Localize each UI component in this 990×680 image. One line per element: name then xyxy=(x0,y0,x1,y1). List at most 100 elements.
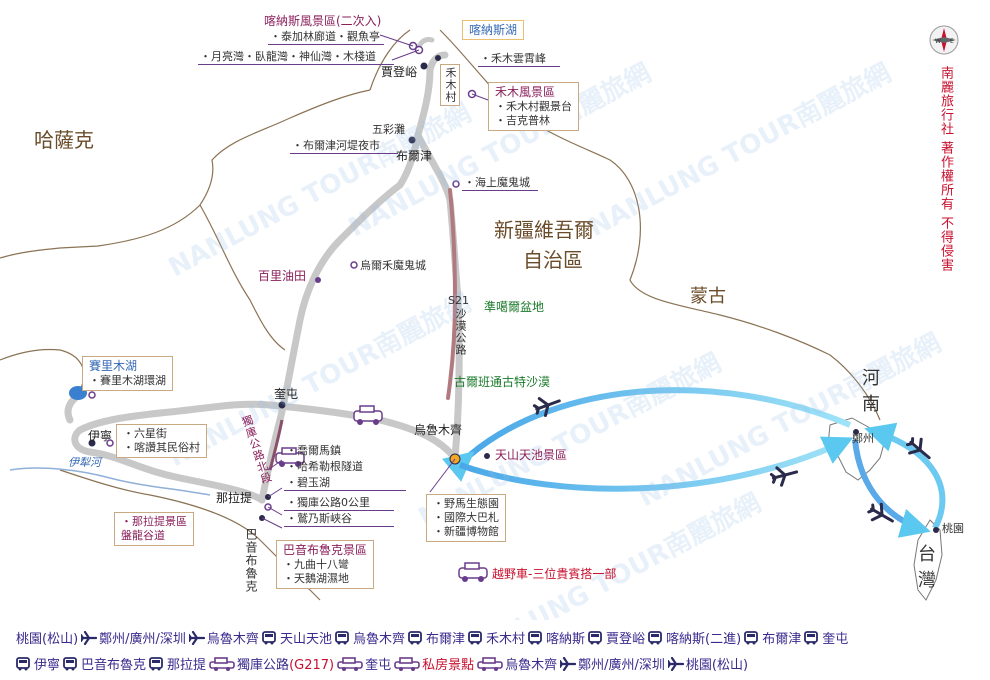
jeep-icon xyxy=(353,405,383,425)
bayanbulak-box: 巴音布魯克景區 ・九曲十八彎 ・天鵝湖濕地 xyxy=(276,540,375,589)
itinerary-stop: 奎屯 xyxy=(804,628,848,647)
itinerary-stop: 私房景點 xyxy=(394,654,474,673)
duku-km0-label: ・獨庫公路0公里 xyxy=(284,496,394,511)
copyright-notice: 南麗旅行社 著作權所有 不得侵害 xyxy=(938,66,953,273)
itinerary-stop-label: 烏魯木齊 xyxy=(505,658,558,673)
itinerary-stop: 奎屯 xyxy=(337,654,391,673)
itinerary-stop: 那拉提 xyxy=(149,654,206,673)
itinerary-stop: 桃園(松山) xyxy=(667,654,748,673)
offroad-note: 越野車-三位貴賓搭一部 xyxy=(492,567,617,581)
itinerary-stop-label: 奎屯 xyxy=(365,658,392,673)
itinerary-row-2: 伊寧巴音布魯克那拉提獨庫公路(G217)奎屯私房景點烏魯木齊鄭州/廣州/深圳桃園… xyxy=(16,654,751,673)
itinerary-stop-highlight: (G217) xyxy=(289,658,335,673)
kanas-scenic-title: 喀納斯風景區(二次入) xyxy=(264,14,382,28)
junggar-basin-label: 準噶爾盆地 xyxy=(484,300,545,314)
plane-icon xyxy=(188,631,205,645)
kanas-lake-label: 喀納斯湖 xyxy=(462,20,525,40)
itinerary-stop: 布爾津 xyxy=(408,628,465,647)
region-xinjiang: 新疆維吾爾 xyxy=(494,218,594,242)
compass-icon: W E xyxy=(929,25,959,55)
jeep-icon xyxy=(394,657,420,671)
itinerary-legend: 桃園(松山)鄭州/廣州/深圳烏魯木齊天山天池烏魯木齊布爾津禾木村喀納斯賈登峪喀納… xyxy=(0,620,990,680)
itinerary-stop-label: 奎屯 xyxy=(822,632,849,647)
plane-icon xyxy=(532,397,561,418)
province-henan: 河 xyxy=(862,368,880,389)
flight-route xyxy=(441,387,852,482)
itinerary-stop: 鄭州/廣州/深圳 xyxy=(560,654,665,673)
itinerary-stop: 禾木村 xyxy=(468,628,525,647)
itinerary-stop: 伊寧 xyxy=(16,654,60,673)
plane-icon xyxy=(560,657,577,671)
biyu-lake-label: ・碧玉湖 xyxy=(284,476,406,491)
itinerary-stop-label: 烏魯木齊 xyxy=(206,632,259,647)
itinerary-stop-label: 布爾津 xyxy=(425,632,465,647)
urumqi-label: 烏魯木齊 xyxy=(414,423,463,437)
kanas-scenic-sub: ・月亮灣・臥龍灣・神仙灣・木棧道 xyxy=(198,50,394,65)
haxigen-tunnel-label: ・哈希勒根隧道 xyxy=(286,460,363,473)
s21-code: S21 xyxy=(448,294,469,307)
plane-icon xyxy=(667,657,684,671)
itinerary-stop: 鄭州/廣州/深圳 xyxy=(81,628,186,647)
s21-road xyxy=(446,188,458,400)
itinerary-stop: 桃園(松山) xyxy=(16,628,78,647)
itinerary-stop-label: 鄭州/廣州/深圳 xyxy=(578,658,665,673)
urumqi-attractions-box: ・野馬生態園 ・國際大巴札 ・新疆博物館 xyxy=(426,494,506,542)
itinerary-stop: 巴音布魯克 xyxy=(63,654,146,673)
burqin-label: 布爾津 xyxy=(396,149,433,163)
itinerary-stop: 烏魯木齊 xyxy=(477,654,557,673)
flight-route xyxy=(852,439,931,538)
border-line xyxy=(0,348,85,391)
svg-text:W: W xyxy=(935,38,941,45)
kuitun-label: 奎屯 xyxy=(274,387,299,401)
country-mongolia: 蒙古 xyxy=(690,286,726,307)
sayram-box: 賽里木湖 ・賽里木湖環湖 xyxy=(82,356,173,391)
nalati-box: ・那拉提景區 盤龍谷道 xyxy=(114,512,194,546)
bus-icon xyxy=(262,631,278,645)
wucaitan-label: 五彩灘 xyxy=(372,123,405,136)
itinerary-stop: 賈登峪 xyxy=(588,628,645,647)
bus-icon xyxy=(648,631,664,645)
duku-road xyxy=(268,419,284,471)
itinerary-stop-label: 巴音布魯克 xyxy=(81,658,147,673)
yili-river xyxy=(9,467,211,496)
bus-icon xyxy=(63,657,79,671)
yining-box: ・六星街 ・喀讚其民俗村 xyxy=(116,424,207,458)
hemu-village-label: 禾木村 xyxy=(440,64,460,106)
itinerary-stop-label: 那拉提 xyxy=(167,658,207,673)
itinerary-stop-label: 私房景點 xyxy=(422,658,475,673)
itinerary-stop-label: 賈登峪 xyxy=(606,632,646,647)
itinerary-stop-label: 布爾津 xyxy=(762,632,802,647)
burqin-market-label: ・布爾津河堤夜市 xyxy=(290,139,398,154)
bayanbulak-label: 巴音布魯克 xyxy=(244,528,258,593)
itinerary-stop-label: 喀納斯 xyxy=(546,632,586,647)
bus-icon xyxy=(588,631,604,645)
plane-icon xyxy=(905,437,931,460)
flight-route xyxy=(864,422,946,530)
hemu-peak-label: ・禾木雲霄峰 xyxy=(478,52,560,67)
yining-label: 伊寧 xyxy=(88,429,113,443)
jiadengyu-label: 賈登峪 xyxy=(381,65,418,79)
taiwan-shape xyxy=(913,519,943,601)
nalati-label: 那拉提 xyxy=(216,491,253,505)
itinerary-stop-label: 鄭州/廣州/深圳 xyxy=(99,632,186,647)
jeep-icon xyxy=(458,562,488,582)
border-line xyxy=(0,89,371,259)
zhengzhou-label: 鄭州 xyxy=(852,432,874,445)
itinerary-stop: 喀納斯(二進) xyxy=(648,628,741,647)
itinerary-stop: 喀納斯 xyxy=(528,628,585,647)
flight-route xyxy=(459,436,854,492)
jeep-icon xyxy=(337,657,363,671)
itinerary-stop-label: 禾木村 xyxy=(485,632,525,647)
bus-icon xyxy=(804,631,820,645)
gurbantunggut-label: 古爾班通古特沙漠 xyxy=(454,375,551,389)
border-line xyxy=(369,29,411,91)
s21-name: 沙漠公路 xyxy=(454,308,467,356)
bus-icon xyxy=(528,631,544,645)
plane-icon xyxy=(769,466,799,487)
itinerary-stop-label: 桃園(松山) xyxy=(16,632,79,647)
itinerary-stop: 烏魯木齊 xyxy=(188,628,259,647)
bus-icon xyxy=(744,631,760,645)
tour-map: W E NANLUNG TOUR南麗旅網 NANLUNG TOUR南麗旅網 NA… xyxy=(0,14,964,674)
itinerary-stop-label: 烏魯木齊 xyxy=(352,632,405,647)
region-taiwan: 灣 xyxy=(918,570,936,591)
